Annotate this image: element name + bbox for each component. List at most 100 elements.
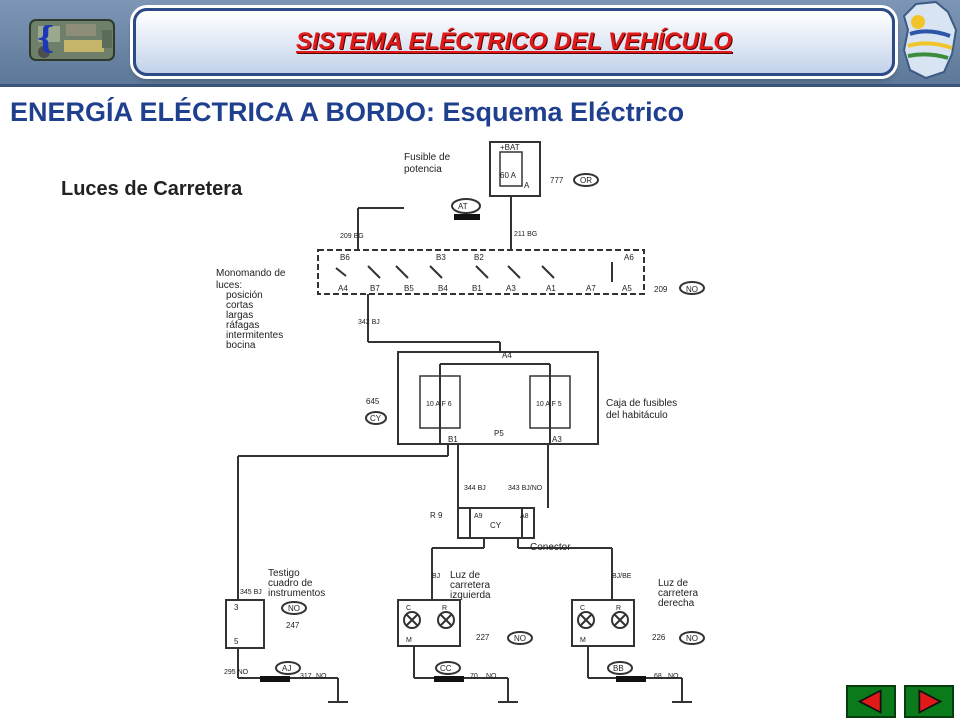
title-banner: SISTEMA ELÉCTRICO DEL VEHÍCULO (133, 8, 895, 76)
pin-b4: B4 (438, 284, 448, 293)
wiring-diagram: Fusible de potencia +BAT 60 A A 777 OR A… (216, 141, 705, 703)
wire-211: 211 BG (514, 231, 537, 238)
monomando-label-4: largas (226, 310, 253, 321)
battery-label: +BAT (500, 143, 520, 152)
pin-b7: B7 (370, 284, 380, 293)
wire-342: 342 BJ (358, 319, 380, 326)
monomando-label-6: intermitentes (226, 330, 283, 341)
caja-label-2: del habitáculo (606, 410, 668, 421)
pin-a9: A9 (474, 513, 483, 520)
pin-a4: A4 (502, 351, 512, 360)
pin-a6: A6 (624, 253, 634, 262)
wire-295: 295 NO (224, 669, 249, 676)
pin-r-right: R (616, 605, 621, 612)
testigo-label-2: cuadro de (268, 578, 313, 589)
luz-izq-label-2: carretera (450, 580, 490, 591)
header-banner: { SISTEMA ELÉCTRICO DEL VEHÍCULO (0, 0, 960, 87)
at-tag: AT (458, 202, 468, 211)
map-region-logo-icon (902, 0, 958, 80)
pin-c-left: C (406, 605, 411, 612)
pin-b2: B2 (474, 253, 484, 262)
pin-c-right: C (580, 605, 585, 612)
terminal-a: A (524, 181, 530, 190)
testigo-label-3: instrumentos (268, 588, 325, 599)
monomando-label-0: Monomando de (216, 268, 286, 279)
p5-label: P5 (494, 429, 504, 438)
pin-m-left: M (406, 637, 412, 644)
next-slide-button[interactable] (904, 685, 954, 718)
luz-izq-code: 227 (476, 633, 490, 642)
pin-a8: A8 (520, 513, 529, 520)
luz-der-code: 226 (652, 633, 666, 642)
luz-der-tag: NO (686, 634, 698, 643)
no-tag: NO (316, 673, 327, 680)
bjbe-label: BJ/BE (612, 573, 632, 580)
monomando-code: 209 (654, 285, 668, 294)
cc-tag: CC (440, 664, 452, 673)
pin-a3-top: A3 (506, 284, 516, 293)
previous-slide-button[interactable] (846, 685, 896, 718)
testigo-tag: NO (288, 604, 300, 613)
monomando-label-2: posición (226, 290, 263, 301)
pin-a7: A7 (586, 284, 596, 293)
wire-344: 344 BJ (464, 485, 486, 492)
wire-317: 317 (300, 673, 312, 680)
pin-a1: A1 (546, 284, 556, 293)
luz-izq-tag: NO (514, 634, 526, 643)
cy-tag: CY (490, 521, 502, 530)
luz-der-label-3: derecha (658, 598, 695, 609)
luz-der-label-2: carretera (658, 588, 698, 599)
monomando-label-7: bocina (226, 340, 256, 351)
monomando-label-1: luces: (216, 280, 242, 291)
luz-izq-label-1: Luz de (450, 570, 480, 581)
pin-b1: B1 (448, 435, 458, 444)
pin-b6: B6 (340, 253, 350, 262)
bj-label: BJ (432, 573, 440, 580)
section-heading: ENERGÍA ELÉCTRICA A BORDO: Esquema Eléct… (10, 97, 685, 127)
fuse-f5: 10 A F 5 (536, 401, 562, 408)
luz-der-label-1: Luz de (658, 578, 688, 589)
fuse-rating: 60 A (500, 171, 517, 180)
wire-68: 68 (654, 673, 662, 680)
aj-tag: AJ (282, 664, 291, 673)
wire-345: 345 BJ (240, 589, 262, 596)
monomando-label-3: cortas (226, 300, 253, 311)
testigo-code: 247 (286, 621, 300, 630)
fusible-tag: OR (580, 176, 592, 185)
caja-label-1: Caja de fusibles (606, 398, 677, 409)
pin-3: 3 (234, 603, 239, 612)
luz-izq-label-3: izquierda (450, 590, 491, 601)
monomando-tag: NO (686, 285, 698, 294)
svg-text:{: { (36, 21, 55, 56)
pin-b5: B5 (404, 284, 414, 293)
testigo-label-1: Testigo (268, 568, 300, 579)
fusible-label-1: Fusible de (404, 152, 451, 163)
pin-5: 5 (234, 637, 239, 646)
pin-a5: A5 (622, 284, 632, 293)
pin-a4-bottom: A4 (338, 284, 348, 293)
fusible-code: 777 (550, 176, 564, 185)
engine-logo-icon: { (29, 19, 115, 61)
section-subheading: Luces de Carretera (61, 178, 243, 200)
pin-b3: B3 (436, 253, 446, 262)
r9-label: R 9 (430, 511, 443, 520)
pin-a3: A3 (552, 435, 562, 444)
page-title: SISTEMA ELÉCTRICO DEL VEHÍCULO (295, 28, 733, 55)
pin-r-left: R (442, 605, 447, 612)
triangle-right-icon (918, 689, 943, 714)
caja-code: 645 (366, 397, 380, 406)
caja-tag: CY (370, 414, 382, 423)
monomando-label-5: ráfagas (226, 320, 259, 331)
wire-70-no: NO (486, 673, 497, 680)
wire-68-no: NO (668, 673, 679, 680)
wire-209: 209 BG (340, 233, 364, 240)
pin-b1-top: B1 (472, 284, 482, 293)
fuse-f6: 10 A F 6 (426, 401, 452, 408)
pin-m-right: M (580, 637, 586, 644)
wire-343: 343 BJ/NO (508, 485, 543, 492)
bb-tag: BB (613, 664, 624, 673)
triangle-left-icon (857, 689, 882, 714)
conector-label: Conector (530, 542, 571, 553)
wire-70: 70 (470, 673, 478, 680)
fusible-label-2: potencia (404, 164, 442, 175)
